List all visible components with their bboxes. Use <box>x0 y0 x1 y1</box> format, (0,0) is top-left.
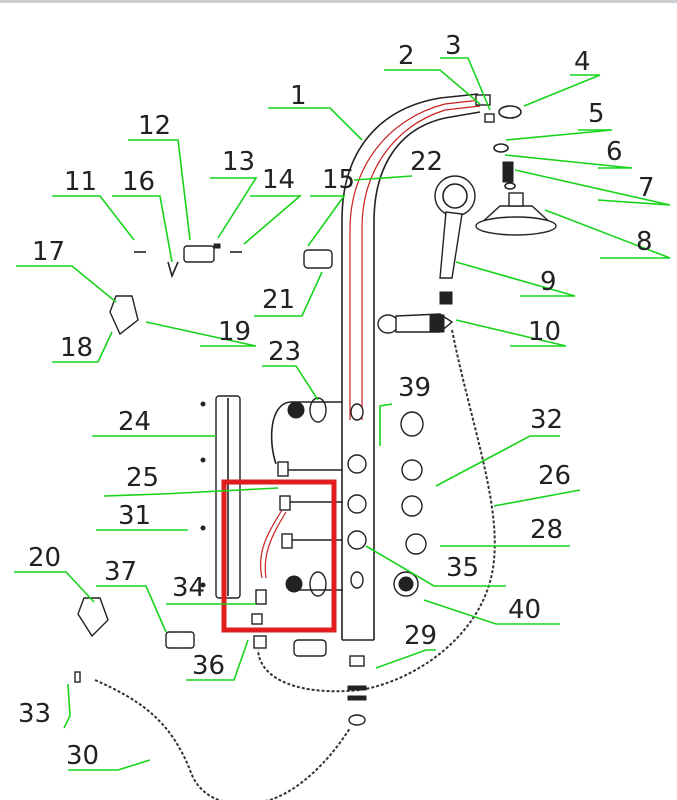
panel-knobs <box>309 397 427 597</box>
part-label-15: 15 <box>322 165 355 195</box>
part-label-21: 21 <box>262 285 295 315</box>
part-label-10: 10 <box>528 317 561 347</box>
part-label-25: 25 <box>126 463 159 493</box>
part-label-30: 30 <box>66 741 99 771</box>
shower-panel-body <box>341 93 495 641</box>
bottom-fittings <box>74 655 367 726</box>
part-label-32: 32 <box>530 405 563 435</box>
top-border <box>0 0 677 3</box>
part-label-20: 20 <box>28 543 61 573</box>
part-label-5: 5 <box>588 99 605 129</box>
hand-shower-holder <box>377 313 454 334</box>
part-label-31: 31 <box>118 501 151 531</box>
part-label-19: 19 <box>218 317 251 347</box>
part-label-40: 40 <box>508 595 541 625</box>
inlet-hose <box>94 679 351 800</box>
part-label-29: 29 <box>404 621 437 651</box>
part-label-9: 9 <box>540 267 557 297</box>
part-label-28: 28 <box>530 515 563 545</box>
part-label-16: 16 <box>122 167 155 197</box>
part-label-4: 4 <box>574 47 591 77</box>
part-label-13: 13 <box>222 147 255 177</box>
part-label-35: 35 <box>446 553 479 583</box>
part-label-26: 26 <box>538 461 571 491</box>
part-label-33: 33 <box>18 699 51 729</box>
part-label-3: 3 <box>445 31 462 61</box>
highlight-box <box>221 479 337 633</box>
part-label-14: 14 <box>262 165 295 195</box>
part-label-17: 17 <box>32 237 65 267</box>
side-cover-plate <box>200 395 241 599</box>
leader-lines <box>14 57 671 771</box>
part-label-7: 7 <box>638 173 655 203</box>
part-label-2: 2 <box>398 41 415 71</box>
part-label-39: 39 <box>398 373 431 403</box>
part-label-11: 11 <box>64 167 97 197</box>
part-label-12: 12 <box>138 111 171 141</box>
part-label-37: 37 <box>104 557 137 587</box>
rain-shower-head <box>475 105 557 236</box>
part-label-36: 36 <box>192 651 225 681</box>
wall-brackets <box>77 243 333 657</box>
part-labels: 1 2 3 4 5 6 7 8 9 10 11 12 13 14 15 16 1… <box>18 31 655 771</box>
part-label-1: 1 <box>290 81 307 111</box>
part-label-23: 23 <box>268 337 301 367</box>
internal-piping <box>251 401 342 649</box>
part-label-22: 22 <box>410 147 443 177</box>
part-label-18: 18 <box>60 333 93 363</box>
part-label-34: 34 <box>172 573 205 603</box>
part-label-6: 6 <box>606 137 623 167</box>
hand-shower-hose <box>257 329 496 693</box>
part-label-8: 8 <box>636 227 653 257</box>
hand-shower <box>434 175 476 305</box>
part-label-24: 24 <box>118 407 151 437</box>
